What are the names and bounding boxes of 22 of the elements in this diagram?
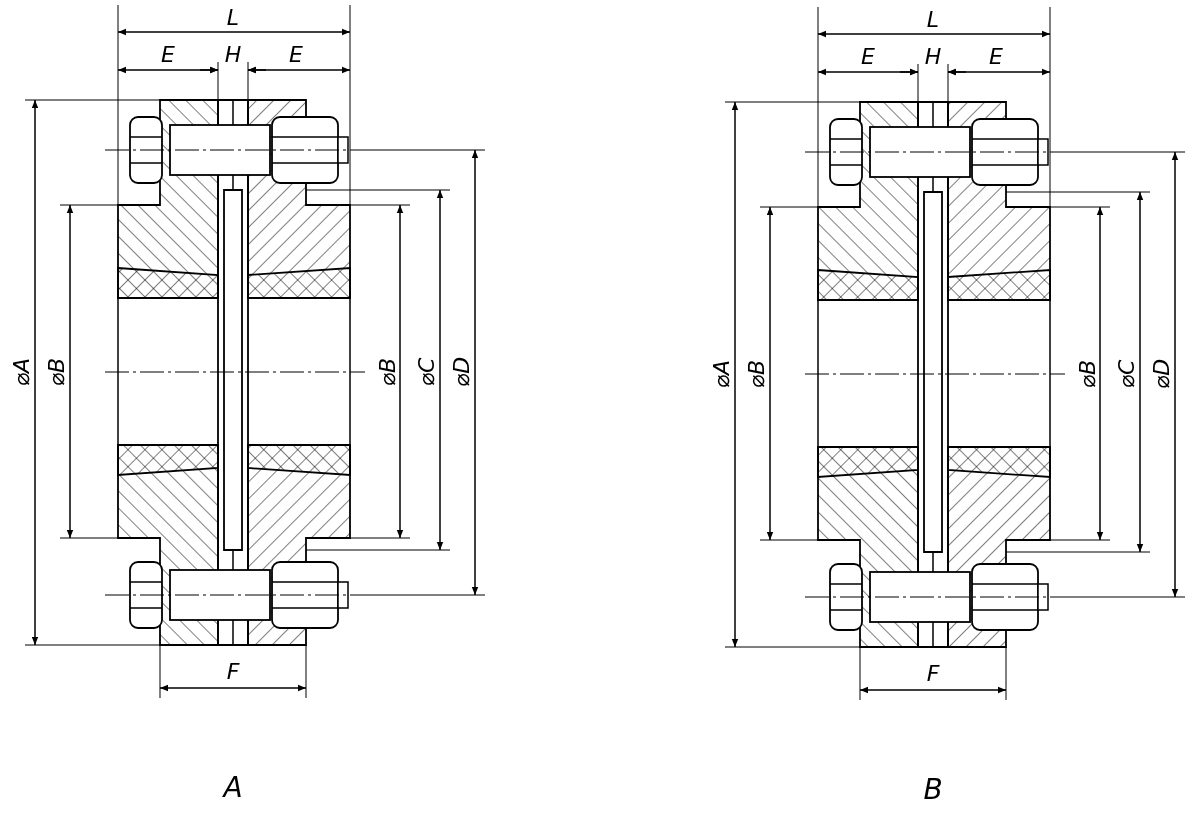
view-label: B — [923, 776, 943, 804]
dimension-label: H — [224, 44, 242, 66]
dimension-label: E — [161, 44, 175, 66]
dimension-label: ⌀B — [377, 357, 399, 387]
dimension-label: F — [926, 663, 940, 685]
dimension-label: F — [226, 661, 240, 683]
dimension-label: ⌀B — [746, 359, 768, 389]
dimension-label: ⌀A — [11, 357, 33, 387]
dimension-label: ⌀C — [1116, 359, 1138, 389]
dimension-label: ⌀A — [711, 359, 733, 389]
dimension-label: H — [924, 46, 942, 68]
dimension-label: ⌀D — [451, 356, 473, 388]
dimension-label: ⌀C — [416, 357, 438, 387]
view-label: A — [223, 774, 243, 802]
dimension-label: ⌀B — [1077, 359, 1099, 389]
dimension-label: E — [989, 46, 1003, 68]
dimension-label: L — [226, 7, 240, 29]
dimension-label: ⌀B — [46, 357, 68, 387]
dimension-label: ⌀D — [1151, 358, 1173, 390]
dimension-label: E — [861, 46, 875, 68]
dimension-label: E — [289, 44, 303, 66]
dimension-label: L — [926, 9, 940, 31]
